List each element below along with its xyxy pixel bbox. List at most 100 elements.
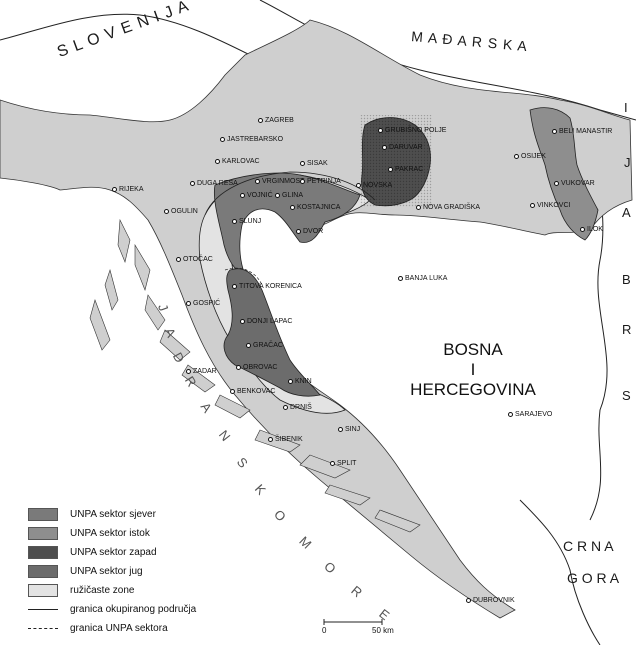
city-zadar: ZADAR (186, 368, 217, 375)
legend-label: UNPA sektor zapad (70, 547, 157, 558)
legend-item-zapad: UNPA sektor zapad (28, 543, 258, 562)
city-dot-icon (240, 318, 245, 324)
city-dot-icon (240, 192, 245, 198)
scale-label: 50 km (372, 626, 394, 635)
sector-zapad-dots (360, 115, 432, 207)
city-otocac: OTOČAC (176, 256, 213, 263)
city-sinj: SINJ (338, 426, 360, 433)
serbia-letter: A (622, 205, 631, 220)
sector-jug (223, 268, 321, 397)
city-titova-korenica: TITOVA KORENICA (232, 283, 302, 290)
islands (89, 218, 421, 533)
city-dot-icon (246, 342, 251, 348)
city-dot-icon (398, 275, 403, 281)
city-dot-icon (236, 364, 241, 370)
scale-zero: 0 (322, 626, 327, 635)
city-karlovac: KARLOVAC (215, 158, 260, 165)
serbia-letter: S (622, 388, 631, 403)
city-dot-icon (232, 283, 237, 289)
city-ilok: ILOK (580, 226, 603, 233)
city-dot-icon (220, 136, 225, 142)
city-split: SPLIT (330, 460, 356, 467)
city-dot-icon (356, 182, 361, 188)
legend-item-sjever: UNPA sektor sjever (28, 505, 258, 524)
city-osijek: OSIJEK (514, 153, 546, 160)
sector-istok (529, 107, 599, 241)
country-bih: BOSNA I HERCEGOVINA (398, 340, 548, 400)
city-zagreb: ZAGREB (258, 117, 294, 124)
city-duga-resa: DUGA RESA (190, 180, 238, 187)
legend-swatch (28, 584, 58, 597)
city-daruvar: DARUVAR (382, 144, 423, 151)
legend-label: UNPA sektor istok (70, 528, 150, 539)
city-dot-icon (514, 153, 519, 159)
city-dot-icon (230, 388, 235, 394)
city-obrovac: OBROVAC (236, 364, 278, 371)
city-dot-icon (112, 186, 117, 192)
country-crna: C R N A (563, 538, 614, 554)
city-sisak: SISAK (300, 160, 328, 167)
city-vrginmost: VRGINMOST (255, 178, 304, 185)
city-gracac: GRAČAC (246, 342, 283, 349)
legend-label: UNPA sektor jug (70, 566, 143, 577)
city-vinkovci: VINKOVCI (530, 202, 570, 209)
legend-label: granica UNPA sektora (70, 623, 168, 634)
legend-item-pink: ružičaste zone (28, 581, 258, 600)
city-dot-icon (186, 368, 191, 374)
legend-line-solid (28, 609, 58, 610)
city-dot-icon (378, 127, 383, 133)
city-dot-icon (268, 436, 273, 442)
city-dot-icon (283, 404, 288, 410)
serbia-letter: I (624, 100, 628, 115)
bih-line3: HERCEGOVINA (410, 380, 536, 399)
city-dot-icon (258, 117, 263, 123)
serbia-letter: R (622, 322, 632, 337)
city-dot-icon (290, 204, 295, 210)
city-dot-icon (232, 218, 237, 224)
scale-graphic (323, 619, 383, 625)
city-dot-icon (288, 378, 293, 384)
city-dot-icon (215, 158, 220, 164)
city-slunj: SLUNJ (232, 218, 261, 225)
legend-swatch (28, 565, 58, 578)
legend: UNPA sektor sjever UNPA sektor istok UNP… (28, 505, 258, 638)
city-donji-lapac: DONJI LAPAC (240, 318, 292, 325)
city-petrinja: PETRINJA (300, 178, 341, 185)
city-knin: KNIN (288, 378, 312, 385)
city-jastrebarsko: JASTREBARSKO (220, 136, 283, 143)
serbia-letter: B (622, 272, 631, 287)
serbia-letter: J (624, 155, 631, 170)
city-dot-icon (338, 426, 343, 432)
city-dot-icon (186, 300, 191, 306)
city-dot-icon (530, 202, 535, 208)
legend-label: granica okupiranog područja (70, 604, 197, 615)
city-dot-icon (416, 204, 421, 210)
city-dot-icon (275, 192, 280, 198)
city-dubrovnik: DUBROVNIK (466, 597, 515, 604)
city-kostajnica: KOSTAJNICA (290, 204, 340, 211)
city-dot-icon (580, 226, 585, 232)
legend-item-occupied-line: granica okupiranog područja (28, 600, 258, 619)
city-benkovac: BENKOVAC (230, 388, 275, 395)
unpa-sector-boundary (224, 267, 263, 286)
city-dot-icon (176, 256, 181, 262)
city-vojnic: VOJNIĆ (240, 192, 273, 199)
city-sarajevo: SARAJEVO (508, 411, 552, 418)
city-nova-gradiska: NOVA GRADIŠKA (416, 204, 480, 211)
city-banja-luka: BANJA LUKA (398, 275, 447, 282)
croatia-territory (0, 19, 633, 619)
city-glina: GLINA (275, 192, 303, 199)
city-dot-icon (466, 597, 471, 603)
city-dot-icon (164, 208, 169, 214)
city-dot-icon (330, 460, 335, 466)
city-dot-icon (296, 228, 301, 234)
city-rijeka: RIJEKA (112, 186, 144, 193)
city-grubisno-polje: GRUBIŠNO POLJE (378, 127, 446, 134)
border-slovenia-austria (0, 13, 251, 56)
legend-line-dashed (28, 628, 58, 629)
city-ogulin: OGULIN (164, 208, 198, 215)
city-novska: NOVSKA (356, 182, 392, 189)
legend-label: ružičaste zone (70, 585, 135, 596)
